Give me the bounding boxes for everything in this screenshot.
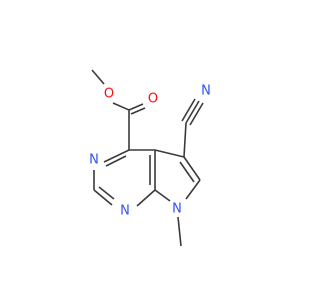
bond-c5-c6-2 <box>179 161 195 183</box>
bond-nitrile-1 <box>185 100 200 124</box>
atom-label-o-methoxy: O <box>104 87 114 102</box>
bond-omethoxy-carbonylc <box>112 102 130 111</box>
molecule-diagram: O O N N N N <box>89 69 211 247</box>
bond-n7-methyl <box>177 216 182 247</box>
atom-label-o-carbonyl: O <box>148 92 158 107</box>
bond-c4-n3-2 <box>105 155 127 167</box>
bond-c2-n1-2 <box>98 186 115 200</box>
atom-label-n-pyrrole-7: N <box>172 202 182 217</box>
bond-methyl-omethoxy <box>91 69 105 85</box>
bond-carbonylc-ocarbonyl-2 <box>130 107 146 115</box>
bond-nitrile-3 <box>181 98 196 122</box>
bond-c4a-c5 <box>154 149 185 158</box>
bond-c5-nitrilec <box>183 122 187 158</box>
structure-canvas: O O N N N N <box>89 69 211 247</box>
bond-c4-n3-1 <box>103 149 130 163</box>
bond-carbonylc-ocarbonyl-1 <box>128 103 144 111</box>
bond-n7-c7a <box>154 189 171 202</box>
bond-c2-n1-1 <box>93 189 113 206</box>
atom-label-n-pyrimidine-3: N <box>89 153 99 168</box>
bond-c6-n7 <box>185 179 201 200</box>
bond-nitrile-2 <box>189 102 204 126</box>
bond-c5-c6-1 <box>183 156 201 181</box>
atom-label-n-pyrimidine-1: N <box>120 204 130 219</box>
bond-n1-c7a <box>136 189 156 207</box>
atom-label-n-nitrile: N <box>201 84 211 99</box>
